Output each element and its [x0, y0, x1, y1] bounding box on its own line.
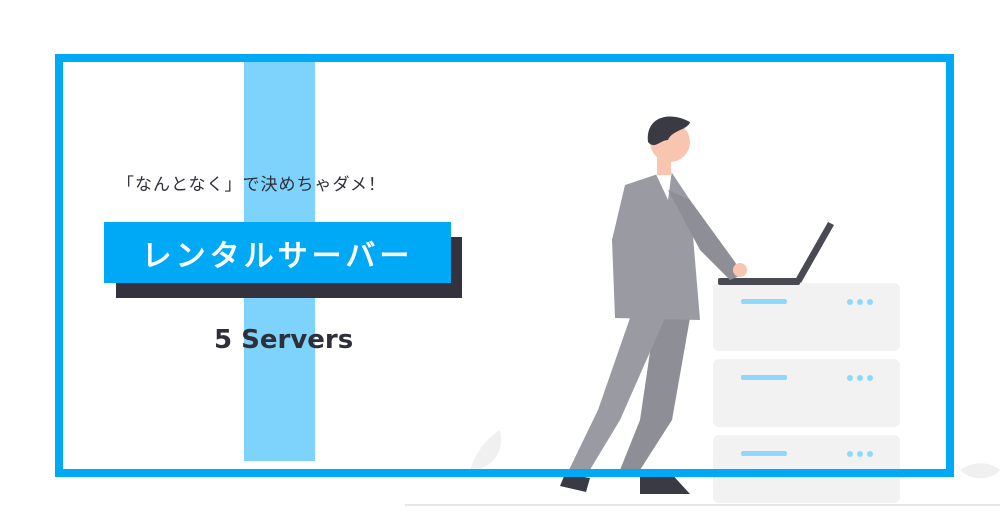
- leaf-icon: [470, 430, 1000, 479]
- person-icon: [560, 116, 747, 494]
- page-title: レンタルサーバー: [141, 238, 414, 274]
- server-unit: [713, 359, 900, 427]
- server-unit: [713, 435, 900, 503]
- title-box: レンタルサーバー: [104, 222, 451, 283]
- catchphrase: 「なんとなく」で決めちゃダメ！: [117, 175, 386, 195]
- server-unit: [713, 283, 900, 351]
- laptop-icon: [718, 222, 834, 285]
- server-rack-icon: [713, 283, 900, 503]
- subtitle: 5 Servers: [214, 325, 354, 355]
